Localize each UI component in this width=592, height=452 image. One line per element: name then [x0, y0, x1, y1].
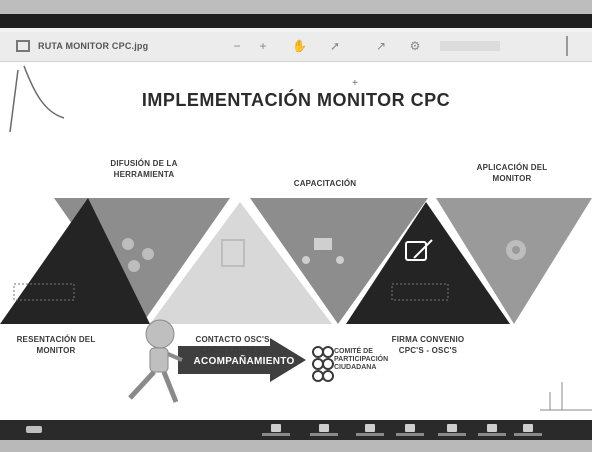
grid-pattern [391, 283, 449, 301]
decorative-curve [9, 65, 65, 133]
slide: + IMPLEMENTACIÓN MONITOR CPC [0, 62, 592, 420]
label-presentacion: RESENTACIÓN DEL MONITOR [16, 335, 96, 355]
logo-icon [312, 346, 334, 382]
taskbar-app-icon[interactable] [262, 423, 290, 439]
label-contacto: CONTACTO OSC'S-CPC'S LOCALES [195, 335, 273, 355]
taskbar-app-icon[interactable] [310, 423, 338, 439]
label-aplicacion: APLICACIÓN DEL MONITOR [476, 163, 548, 183]
gear-icon [506, 240, 526, 260]
people-icon [122, 238, 154, 272]
screen: RUTA MONITOR CPC.jpg − + ✋ ➚ ↗ ⚙ + IMPLE… [0, 28, 592, 440]
label-capacitacion: CAPACITACIÓN [293, 179, 357, 188]
arrow-shape [178, 338, 306, 382]
triangle-presentacion [0, 198, 150, 324]
taskbar [0, 420, 592, 440]
sign-icon [405, 239, 433, 261]
zoom-in-icon[interactable]: + [259, 39, 267, 53]
start-icon[interactable] [26, 426, 42, 433]
settings-icon[interactable]: ⚙ [409, 39, 421, 53]
label-difusion: DIFUSIÓN DE LA HERRAMIENTA [110, 159, 178, 179]
cursor-cross-icon: + [352, 78, 358, 89]
triangle-firma [346, 202, 510, 324]
training-icon [302, 238, 344, 264]
viewer-info [440, 41, 500, 51]
taskbar-app-icon[interactable] [356, 423, 384, 439]
triangle-contacto [150, 202, 332, 324]
slide-title: IMPLEMENTACIÓN MONITOR CPC [141, 90, 451, 110]
image-file-icon[interactable] [16, 40, 30, 52]
share-icon[interactable]: ↗ [375, 39, 387, 53]
decorative-sketch [540, 382, 592, 411]
logo-text: COMITÉ DE PARTICIPACIÓN CIUDADANA [334, 348, 389, 371]
document-icon [9, 249, 29, 273]
label-firma: FIRMA CONVENIO CPC'S - OSC'S [391, 335, 465, 355]
building-icon [221, 239, 245, 267]
cursor-icon[interactable]: ➚ [329, 39, 341, 53]
monitor-bezel-top [0, 14, 592, 28]
figure-icon [128, 319, 183, 403]
scroll-handle[interactable] [566, 36, 568, 56]
taskbar-app-icon[interactable] [438, 423, 466, 439]
photo-frame-top [0, 0, 592, 14]
grid-pattern [13, 283, 75, 301]
hand-icon[interactable]: ✋ [292, 39, 307, 53]
arrow-label: ACOMPAÑAMIENTO [193, 356, 295, 367]
taskbar-app-icon[interactable] [478, 423, 506, 439]
viewer-toolbar: RUTA MONITOR CPC.jpg − + ✋ ➚ ↗ ⚙ [0, 32, 592, 62]
taskbar-app-icon[interactable] [396, 423, 424, 439]
steps-diagram [0, 198, 592, 411]
photo-frame-bottom [0, 440, 592, 452]
zoom-out-icon[interactable]: − [233, 39, 241, 53]
triangle-aplicacion [436, 198, 592, 324]
taskbar-app-icon[interactable] [514, 423, 542, 439]
file-name: RUTA MONITOR CPC.jpg [38, 41, 149, 51]
